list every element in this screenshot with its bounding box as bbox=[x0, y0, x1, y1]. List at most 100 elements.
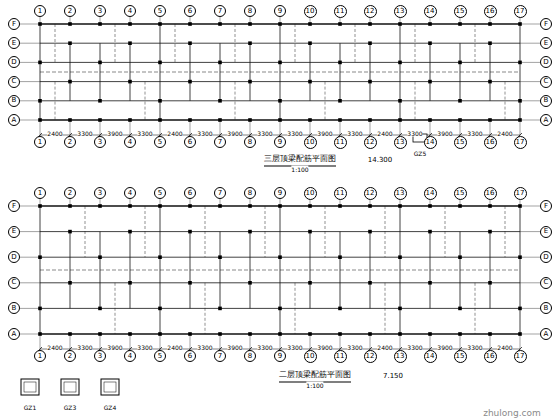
dimension-text: 2400 bbox=[167, 130, 182, 137]
axis-bubble: 6 bbox=[184, 350, 196, 362]
label-box: 3900 bbox=[437, 121, 452, 140]
axis-bubble: 9 bbox=[274, 5, 286, 17]
label-box: 3300 bbox=[287, 121, 302, 140]
axis-bubble: 10 bbox=[304, 136, 317, 149]
column bbox=[368, 332, 372, 336]
axis-line bbox=[70, 334, 71, 350]
dashed-beam bbox=[505, 82, 506, 120]
column bbox=[98, 255, 102, 259]
axis-bubble: C bbox=[8, 76, 20, 88]
axis-line bbox=[490, 120, 491, 136]
dashed-beam bbox=[145, 82, 146, 120]
axis-number: 2 bbox=[68, 8, 72, 15]
axis-number: E bbox=[544, 40, 548, 47]
dimension-text: 2400 bbox=[497, 130, 512, 137]
axis-bubble: 2 bbox=[64, 136, 76, 148]
column bbox=[308, 204, 312, 208]
axis-number: 7 bbox=[218, 353, 222, 360]
column bbox=[68, 22, 72, 26]
drawing-label: 14.300 bbox=[368, 156, 393, 164]
axis-number: 15 bbox=[456, 190, 465, 197]
column bbox=[248, 80, 252, 84]
label-box: 1:100 bbox=[306, 373, 323, 392]
axis-line bbox=[520, 43, 540, 44]
axis-number: D bbox=[11, 254, 16, 261]
column bbox=[188, 281, 192, 285]
axis-number: 9 bbox=[278, 353, 282, 360]
axis-number: A bbox=[544, 331, 549, 338]
axis-number: 14 bbox=[426, 139, 435, 146]
axis-bubble: 1 bbox=[34, 5, 46, 17]
column bbox=[218, 99, 222, 103]
axis-number: A bbox=[544, 117, 549, 124]
label-box: zhulong.com bbox=[483, 401, 541, 420]
axis-bubble: 16 bbox=[484, 350, 497, 363]
column bbox=[458, 255, 462, 259]
dashed-beam bbox=[205, 283, 206, 334]
axis-number: 15 bbox=[456, 353, 465, 360]
axis-number: 6 bbox=[188, 190, 192, 197]
dashed-beam bbox=[205, 206, 206, 257]
axis-bubble: 14 bbox=[424, 187, 437, 200]
dimension-text: 3900 bbox=[227, 344, 242, 351]
axis-number: 1 bbox=[38, 8, 42, 15]
label-box: 2400 bbox=[47, 335, 62, 354]
axis-line bbox=[20, 81, 40, 82]
axis-line bbox=[460, 334, 461, 350]
axis-number: 6 bbox=[188, 353, 192, 360]
axis-line bbox=[430, 120, 431, 136]
axis-bubble: 5 bbox=[154, 136, 166, 148]
column bbox=[308, 41, 312, 45]
axis-line bbox=[310, 120, 311, 136]
label-box: GZ4 bbox=[104, 395, 117, 414]
axis-bubble: 10 bbox=[304, 5, 317, 18]
column bbox=[128, 41, 132, 45]
axis-number: 12 bbox=[366, 353, 375, 360]
drawing-label: 二层顶梁配筋平面图 bbox=[279, 370, 351, 379]
column bbox=[428, 230, 432, 234]
dimension-text: 3900 bbox=[317, 130, 332, 137]
axis-number: B bbox=[544, 97, 549, 104]
column-section bbox=[101, 379, 119, 395]
column bbox=[38, 118, 42, 122]
dimension-text: 3300 bbox=[467, 130, 482, 137]
axis-number: 5 bbox=[158, 353, 162, 360]
axis-number: 16 bbox=[486, 8, 495, 15]
label-box: 3300 bbox=[197, 335, 212, 354]
column bbox=[428, 204, 432, 208]
axis-bubble: 4 bbox=[124, 350, 136, 362]
column bbox=[518, 118, 522, 122]
axis-line bbox=[370, 334, 371, 350]
column bbox=[98, 61, 102, 65]
axis-bubble: D bbox=[540, 251, 552, 263]
axis-number: 3 bbox=[98, 190, 102, 197]
column bbox=[398, 22, 402, 26]
axis-bubble: 8 bbox=[244, 5, 256, 17]
column bbox=[158, 22, 162, 26]
column bbox=[188, 22, 192, 26]
dashed-beam bbox=[445, 206, 446, 257]
dimension-text: 3300 bbox=[347, 344, 362, 351]
column bbox=[308, 332, 312, 336]
axis-number: 15 bbox=[456, 8, 465, 15]
dimension-text: 3900 bbox=[317, 344, 332, 351]
axis-number: 11 bbox=[336, 353, 345, 360]
label-box: 2400 bbox=[377, 335, 392, 354]
dashed-beam bbox=[385, 206, 386, 257]
dimension-text: 3300 bbox=[467, 344, 482, 351]
column bbox=[368, 80, 372, 84]
axis-line bbox=[190, 334, 191, 350]
dashed-beam bbox=[265, 206, 266, 257]
column bbox=[218, 61, 222, 65]
axis-line bbox=[460, 120, 461, 136]
label-box: 3300 bbox=[137, 121, 152, 140]
column bbox=[158, 332, 162, 336]
axis-bubble: 3 bbox=[94, 136, 106, 148]
column bbox=[278, 204, 282, 208]
axis-line bbox=[280, 334, 281, 350]
column bbox=[248, 118, 252, 122]
stirrup bbox=[104, 382, 116, 392]
column bbox=[38, 99, 42, 103]
axis-bubble: 5 bbox=[154, 187, 166, 199]
column bbox=[488, 22, 492, 26]
